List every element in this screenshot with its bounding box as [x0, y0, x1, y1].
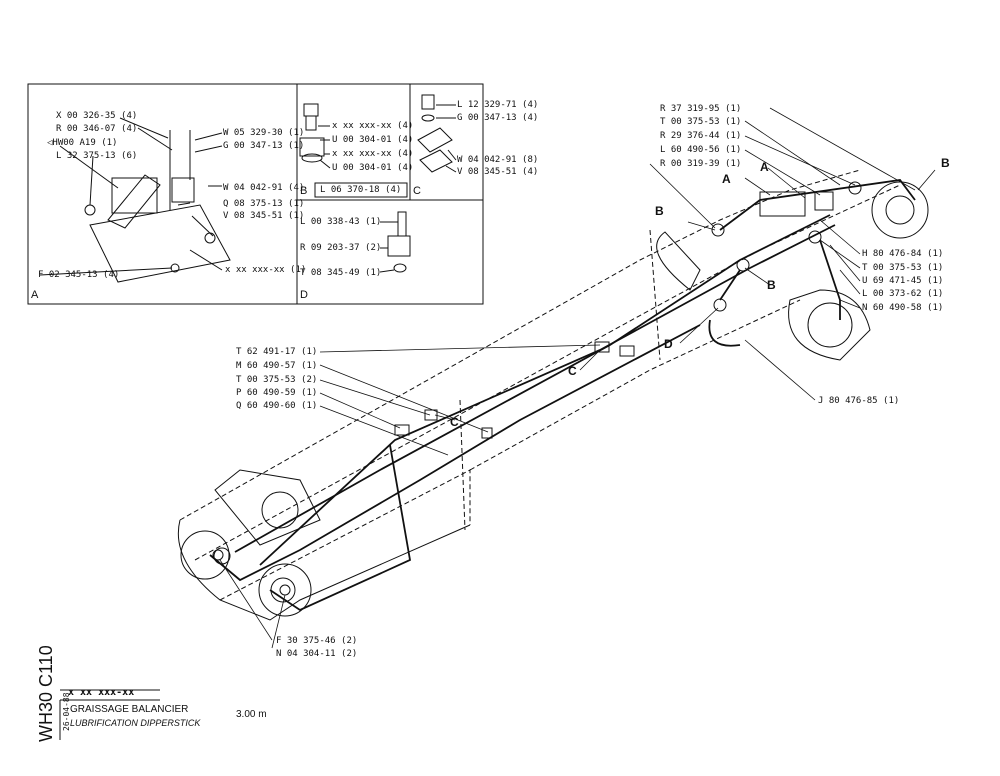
part-label: R 37 319-95 (1)	[660, 104, 742, 114]
model-code: WH30 C110	[36, 645, 56, 742]
detail-tag-b: B	[655, 204, 664, 218]
part-label: T 62 491-17 (1)	[236, 347, 318, 357]
title-en: LUBRIFICATION DIPPERSTICK	[70, 718, 201, 728]
part-label: ◁HW00 A19 (1)	[47, 138, 118, 148]
part-label: T 00 375-53 (1)	[862, 263, 944, 273]
part-label: T 00 375-53 (1)	[660, 117, 742, 127]
part-label: R 00 319-39 (1)	[660, 159, 742, 169]
title-block-frame	[59, 689, 160, 740]
grease-block-drawing	[39, 117, 231, 283]
title-fr: GRAISSAGE BALANCIER	[70, 704, 189, 715]
part-label: W 05 329-30 (1)	[223, 128, 305, 138]
part-label: W 04 042-91 (8)	[457, 155, 539, 165]
dipperstick-outline	[179, 169, 901, 601]
panel-d-corner-label: D	[300, 289, 308, 301]
part-label: L 32 375-13 (6)	[56, 151, 138, 161]
part-label: W 04 042-91 (4)	[223, 183, 305, 193]
main-fittings	[212, 181, 862, 596]
panel-c-corner-label: C	[413, 185, 421, 197]
panel-a-corner-label: A	[31, 289, 39, 301]
part-label: L 00 338-43 (1)	[300, 217, 382, 227]
part-label: x xx xxx-xx (4)	[332, 149, 414, 159]
reference-number: x xx xxx-xx	[68, 687, 135, 698]
part-label: R 00 346-07 (4)	[56, 124, 138, 134]
part-label: X 00 326-35 (4)	[56, 111, 138, 121]
part-label: T 00 375-53 (2)	[236, 375, 318, 385]
part-label: U 00 304-01 (4)	[332, 163, 414, 173]
inset-frame	[27, 83, 484, 305]
part-label: x xx xxx-xx (1)	[225, 265, 307, 275]
part-label: L 12 329-71 (4)	[457, 100, 539, 110]
part-label: N 04 304-11 (2)	[276, 649, 358, 659]
detail-tag-c: C	[568, 364, 577, 378]
fitting-b-drawing	[299, 103, 331, 169]
part-label: N 60 490-58 (1)	[862, 303, 944, 313]
part-label: R 09 203-37 (2)	[300, 243, 382, 253]
part-label: L 06 370-18 (4)	[320, 185, 402, 195]
detail-tag-a: A	[760, 160, 769, 174]
dipperstick-end-plates	[177, 181, 929, 621]
detail-tag-a: A	[722, 172, 731, 186]
part-label: T 08 345-49 (1)	[300, 268, 382, 278]
detail-tag-d: D	[664, 337, 673, 351]
clamp-d-drawing	[379, 211, 411, 273]
panel-b-corner-label: B	[300, 185, 308, 197]
part-label: Q 08 375-13 (1)	[223, 199, 305, 209]
detail-tag-b: B	[941, 156, 950, 170]
part-label: U 69 471-45 (1)	[862, 276, 944, 286]
part-label: G 00 347-13 (4)	[457, 113, 539, 123]
part-label: x xx xxx-xx (4)	[332, 121, 414, 131]
part-label: V 08 345-51 (1)	[223, 211, 305, 221]
part-label: Q 60 490-60 (1)	[236, 401, 318, 411]
part-label: H 80 476-84 (1)	[862, 249, 944, 259]
part-label: V 08 345-51 (4)	[457, 167, 539, 177]
part-label: M 60 490-57 (1)	[236, 361, 318, 371]
part-label: U 00 304-01 (4)	[332, 135, 414, 145]
detail-tag-b: B	[767, 278, 776, 292]
part-label: F 30 375-46 (2)	[276, 636, 358, 646]
clamp-c-drawing	[417, 94, 457, 173]
part-label: P 60 490-59 (1)	[236, 388, 318, 398]
detail-tag-c: C	[450, 415, 459, 429]
inset-b-footer-box	[314, 182, 408, 198]
part-label: G 00 347-13 (1)	[223, 141, 305, 151]
part-label: L 00 373-62 (1)	[862, 289, 944, 299]
length-value: 3.00 m	[236, 709, 267, 720]
leader-lines	[219, 107, 936, 649]
part-label: L 60 490-56 (1)	[660, 145, 742, 155]
part-label: R 29 376-44 (1)	[660, 131, 742, 141]
part-label: F 02 345-13 (4)	[38, 270, 120, 280]
part-label: J 80 476-85 (1)	[818, 396, 900, 406]
